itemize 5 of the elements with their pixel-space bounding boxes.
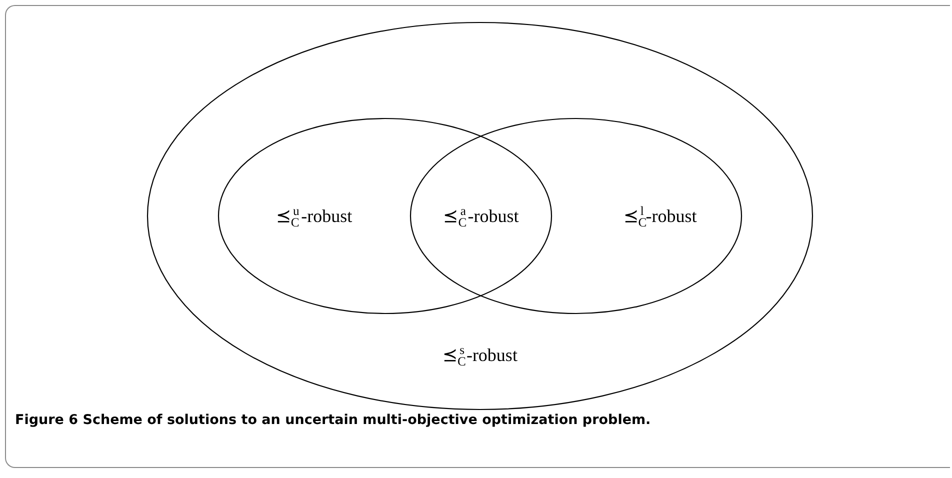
set-label: ⪯$_{C}$$^{l}$-robust [623,205,697,229]
intersection-label: ⪯$_{C}$$^{a}$-robust [443,205,519,229]
set-label: ⪯$_{C}$$^{s}$-robust [442,344,518,368]
set-label: ⪯$_{C}$$^{u}$-robust [276,205,352,229]
figure-caption: Figure 6 Scheme of solutions to an uncertain multi-objective optimization problem. [15,412,651,428]
